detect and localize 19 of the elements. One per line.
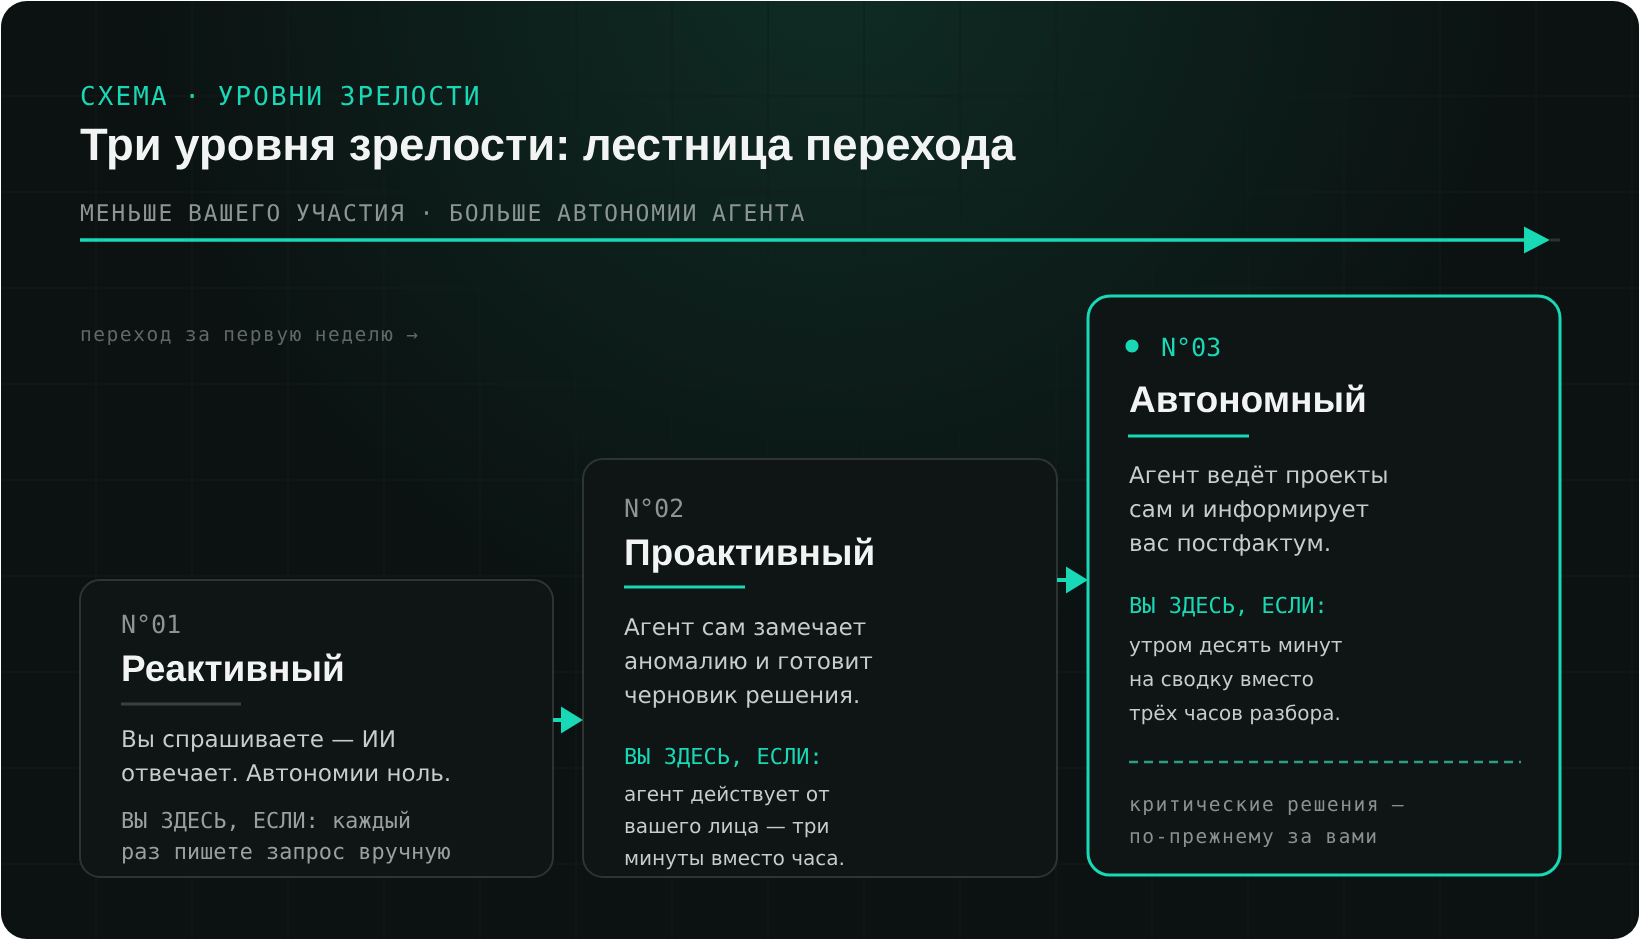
section-label: СХЕМА · УРОВНИ ЗРЕЛОСТИ [81, 85, 478, 106]
description-text: Агент сам замечает аномалию и готовит черновик решения. [624, 618, 873, 708]
level-number: N°03 [1162, 337, 1220, 357]
description-text: Вы спрашиваете — ИИ отвечает. Автономии ноль. [122, 730, 449, 782]
condition-text: утром десять минут на сводку вместо трёх часов разбора. [1129, 640, 1342, 725]
condition-text: агент действует от вашего лица — три минуты вместо часа. [625, 785, 843, 870]
note-text: переход за первую неделю → [81, 330, 418, 346]
level-title: Проактивный [626, 537, 873, 573]
condition-heading: ВЫ ЗДЕСЬ, ЕСЛИ: [625, 747, 818, 768]
description-text: Агент ведёт проекты сам и информирует вас постфактум. [1129, 465, 1387, 556]
condition-text: ВЫ ЗДЕСЬ, ЕСЛИ: каждый раз пишете запрос вручную [122, 810, 450, 864]
title: Три уровня зрелости: лестница перехода [80, 128, 1016, 170]
level-number: N°01 [122, 614, 180, 634]
condition-heading: ВЫ ЗДЕСЬ, ЕСЛИ: [1130, 596, 1323, 617]
level-title: Реактивный [123, 653, 343, 682]
footnote-text: критические решения — по-прежнему за вами [1130, 800, 1404, 848]
axis-label: МЕНЬШЕ ВАШЕГО УЧАСТИЯ · БОЛЬШЕ АВТОНОМИИ АГЕНТА [81, 203, 804, 222]
level-title: Автономный [1129, 384, 1365, 413]
level-number: N°02 [625, 498, 683, 518]
